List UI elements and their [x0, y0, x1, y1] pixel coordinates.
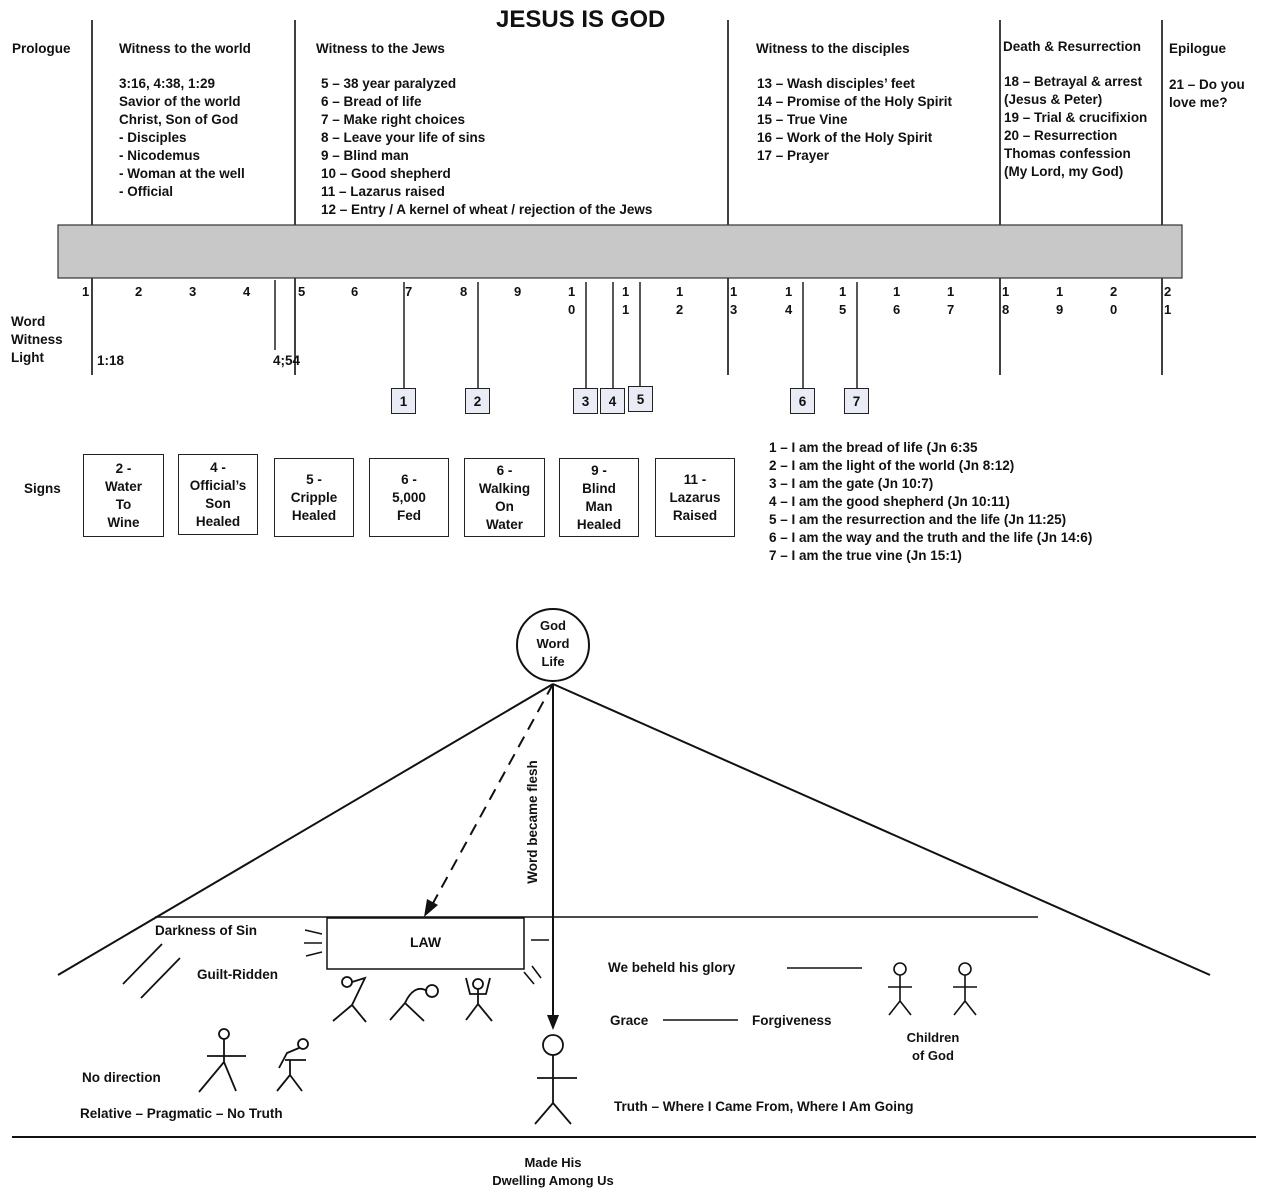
chapter-number: 9	[514, 284, 522, 299]
ref-1-18: 1:18	[97, 353, 125, 368]
section-heading-prologue: Prologue	[12, 41, 71, 56]
guilt-ridden-label: Guilt-Ridden	[197, 967, 278, 982]
chapter-number: 7	[405, 284, 413, 299]
chapter-number: 1 4	[785, 284, 793, 317]
section-heading-epilogue: Epilogue	[1169, 41, 1226, 56]
darkness-of-sin-label: Darkness of Sin	[155, 923, 258, 938]
grace-label: Grace	[610, 1013, 649, 1028]
chapter-number: 1 7	[947, 284, 955, 317]
sign-box: 5 - Cripple Healed	[274, 458, 354, 537]
section-body-jews: 5 – 38 year paralyzed 6 – Bread of life …	[321, 76, 653, 217]
section-heading-jews: Witness to the Jews	[316, 41, 445, 56]
i-am-marker: 6	[790, 388, 815, 414]
chapter-number: 2	[135, 284, 143, 299]
chapter-number: 4	[243, 284, 251, 299]
forgiveness-label: Forgiveness	[752, 1013, 832, 1028]
section-body-death: 18 – Betrayal & arrest (Jesus & Peter) 1…	[1004, 74, 1148, 179]
i-am-marker: 5	[628, 386, 653, 412]
truth-label: Truth – Where I Came From, Where I Am Go…	[614, 1099, 914, 1114]
word-became-flesh-label: Word became flesh	[524, 760, 540, 884]
law-label: LAW	[409, 934, 442, 950]
i-am-list: 1 – I am the bread of life (Jn 6:35 2 – …	[769, 440, 1093, 563]
chapter-number: 1 3	[730, 284, 738, 317]
sign-box: 2 - Water To Wine	[83, 454, 164, 537]
chapter-number: 1 6	[893, 284, 901, 317]
section-heading-death: Death & Resurrection	[1003, 39, 1142, 54]
chapter-number: 8	[460, 284, 468, 299]
signs-label: Signs	[24, 481, 61, 496]
word-witness-light-label: Word Witness Light	[11, 314, 63, 365]
chapter-number: 1 1	[622, 284, 630, 317]
chapter-number: 1 9	[1056, 284, 1064, 317]
section-heading-disciples: Witness to the disciples	[756, 41, 910, 56]
chapter-number: 6	[351, 284, 359, 299]
chapter-number: 3	[189, 284, 197, 299]
chapter-number: 2 0	[1110, 284, 1118, 317]
chapter-number: 1 5	[839, 284, 847, 317]
god-word-life: God Word Life	[536, 618, 570, 669]
children-of-god-label: Children of God	[906, 1030, 960, 1063]
section-body-epilogue: 21 – Do you love me?	[1169, 77, 1245, 110]
no-direction-label: No direction	[82, 1070, 161, 1085]
chapter-number: 1 2	[676, 284, 684, 317]
sign-box: 6 - Walking On Water	[464, 458, 545, 537]
sign-box: 4 - Official’s Son Healed	[178, 454, 258, 535]
ref-4-54: 4;54	[273, 353, 301, 368]
i-am-marker: 3	[573, 388, 598, 414]
i-am-marker: 1	[391, 388, 416, 414]
chapter-number: 5	[298, 284, 306, 299]
sign-box: 6 - 5,000 Fed	[369, 458, 449, 537]
dwelling-label: Made His Dwelling Among Us	[492, 1155, 614, 1188]
i-am-marker: 7	[844, 388, 869, 414]
i-am-marker: 4	[600, 388, 625, 414]
chapter-number: 1	[82, 284, 90, 299]
chapter-number: 1 0	[568, 284, 576, 317]
section-body-disciples: 13 – Wash disciples’ feet 14 – Promise o…	[757, 76, 953, 163]
beheld-glory-label: We beheld his glory	[608, 960, 736, 975]
sign-box: 9 - Blind Man Healed	[559, 458, 639, 537]
page-title: JESUS IS GOD	[496, 6, 666, 33]
section-heading-world: Witness to the world	[119, 41, 251, 56]
chapter-number: 2 1	[1164, 284, 1172, 317]
relative-pragmatic-label: Relative – Pragmatic – No Truth	[80, 1106, 283, 1121]
sign-box: 11 - Lazarus Raised	[655, 458, 735, 537]
section-body-world: 3:16, 4:38, 1:29 Savior of the world Chr…	[119, 76, 245, 199]
chapter-number: 1 8	[1002, 284, 1010, 317]
i-am-marker: 2	[465, 388, 490, 414]
